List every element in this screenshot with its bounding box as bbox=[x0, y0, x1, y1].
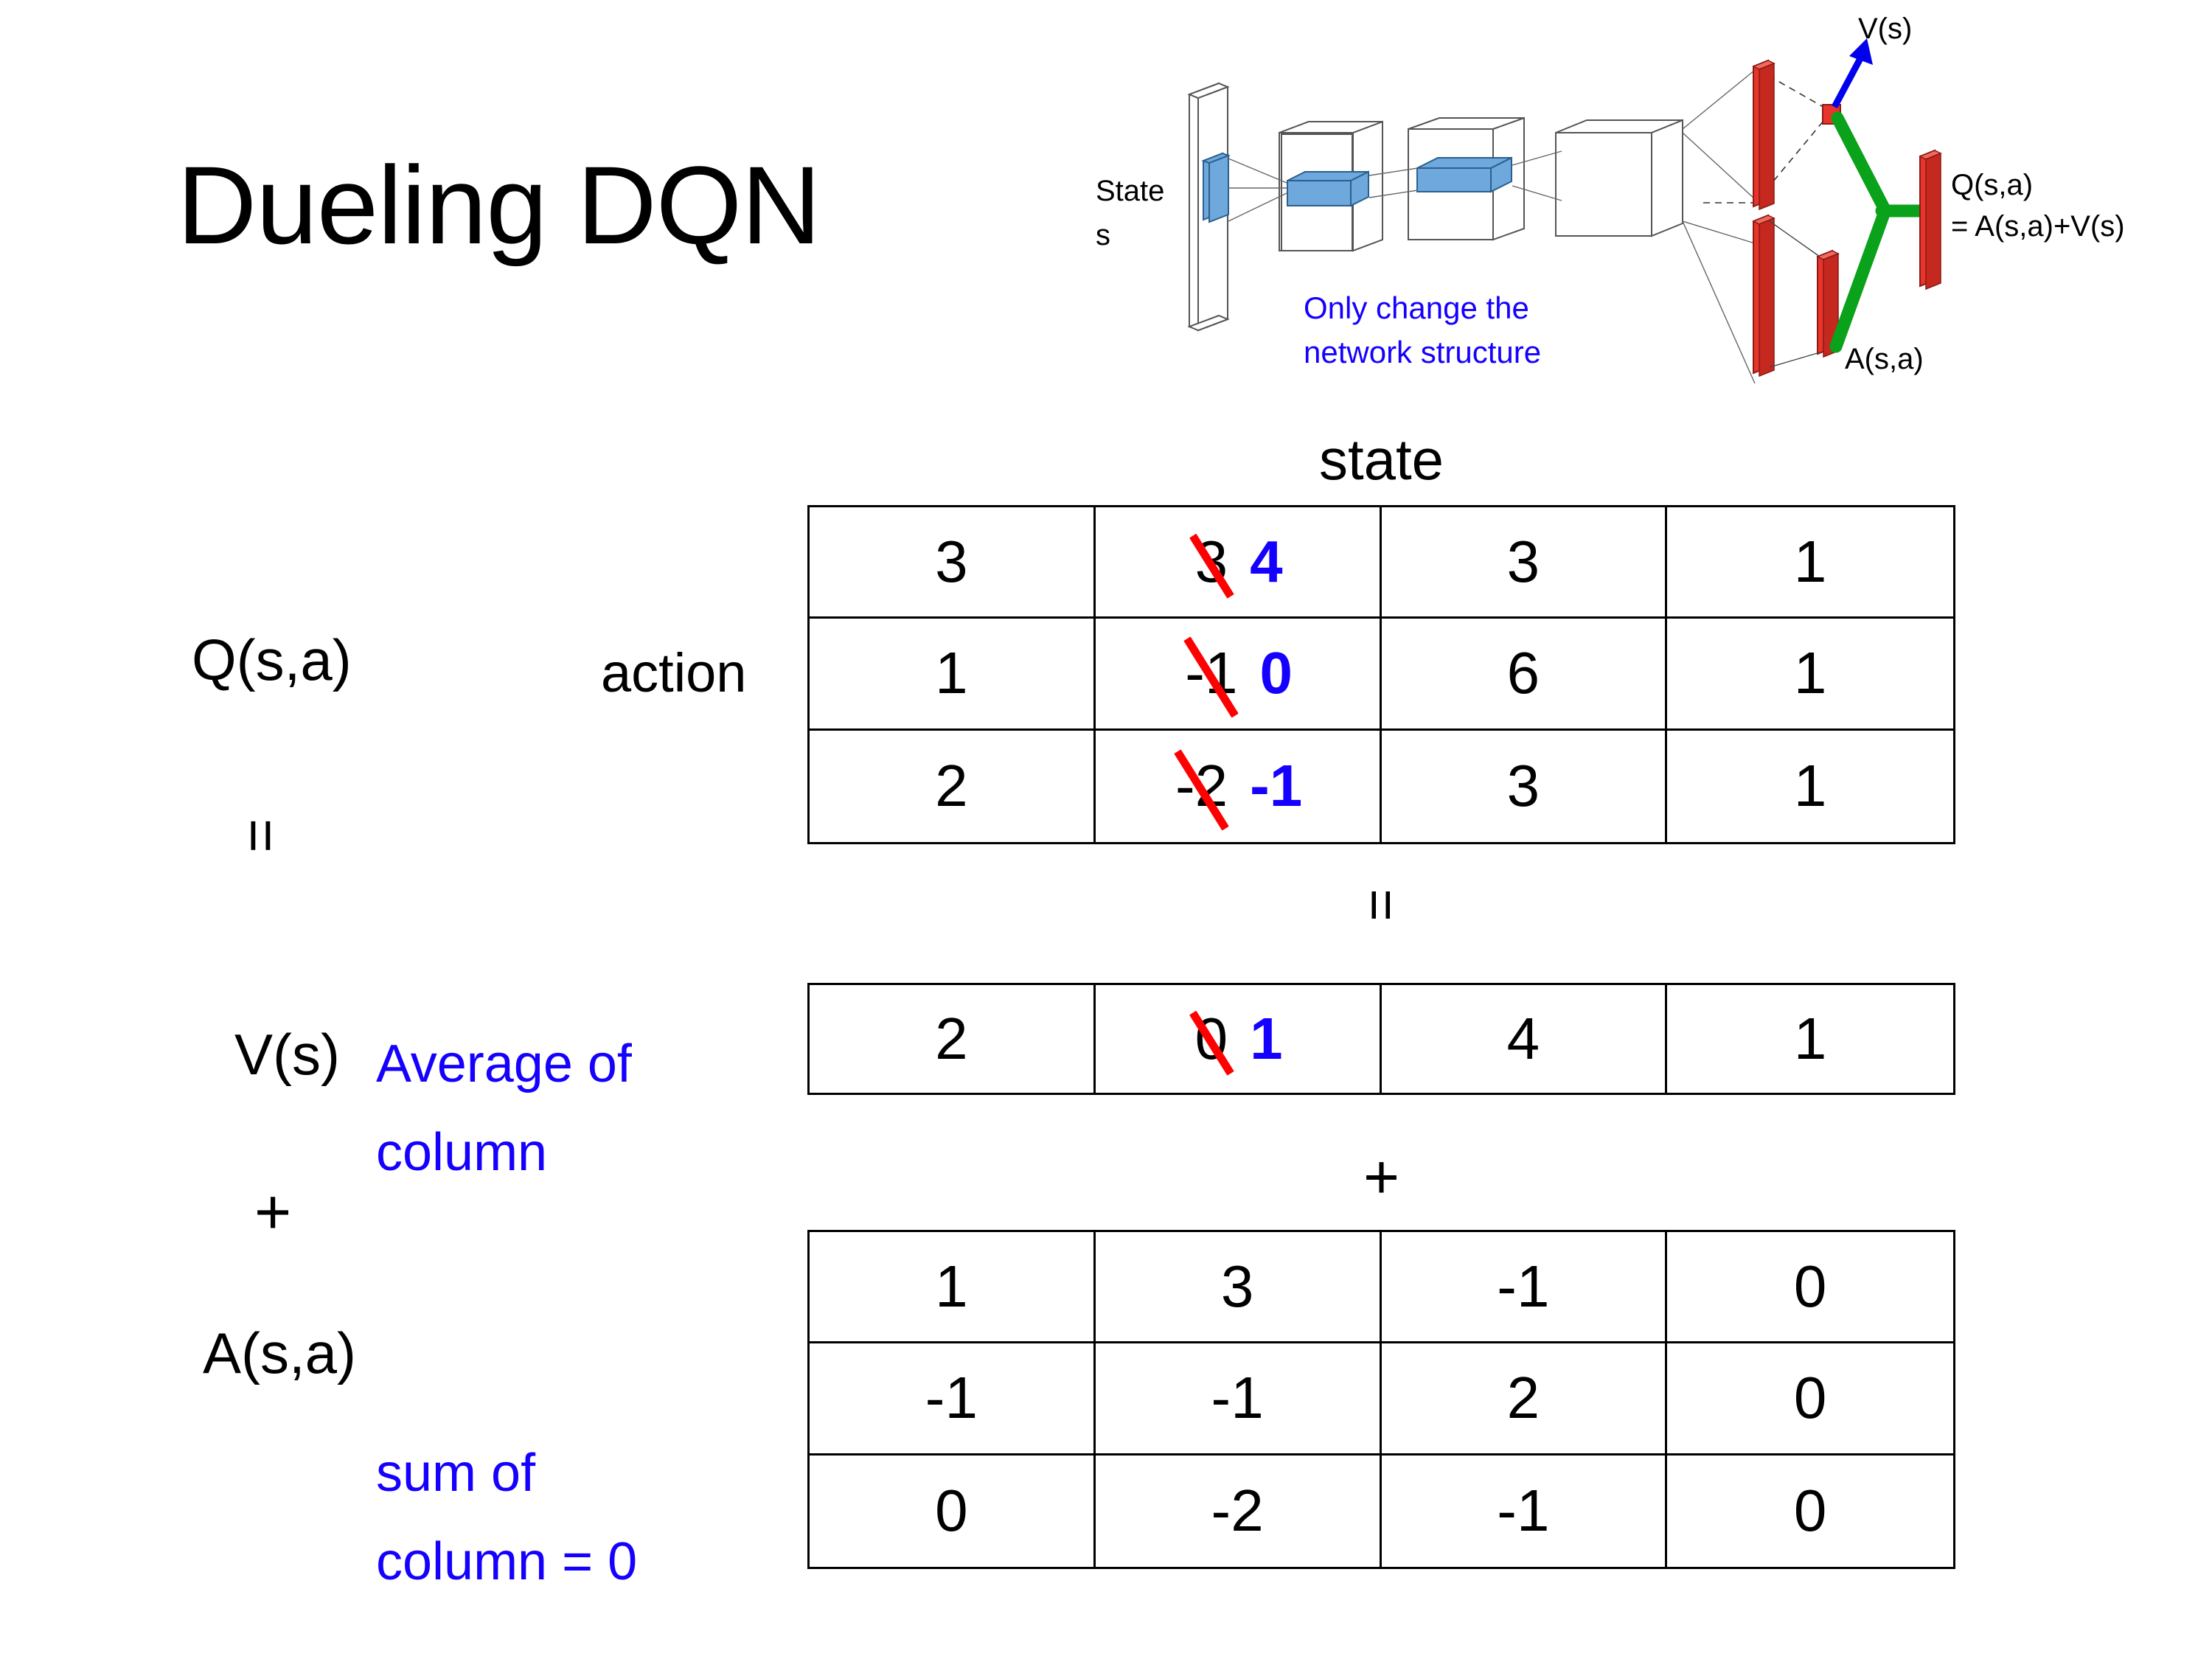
table-cell[interactable]: 3 bbox=[1382, 730, 1668, 842]
new-value: 4 bbox=[1250, 529, 1283, 595]
table-cell[interactable]: 1 bbox=[1667, 619, 1953, 731]
action-axis-header: action bbox=[601, 642, 747, 703]
plus-v-to-a-left: + bbox=[254, 1177, 292, 1248]
new-value: -1 bbox=[1250, 753, 1303, 819]
diagram-note-line1: Only change the bbox=[1304, 291, 1529, 325]
table-cell[interactable]: -1 bbox=[1095, 1343, 1382, 1455]
table-cell[interactable]: 3 bbox=[810, 507, 1096, 619]
q-value-table: 3 3 4 3 1 1 -1 0 6 1 2 -2 -1 3 1 bbox=[807, 505, 1955, 844]
advantage-value-table: 1 3 -1 0 -1 -1 2 0 0 -2 -1 0 bbox=[807, 1230, 1955, 1569]
table-cell[interactable]: 1 bbox=[1793, 753, 1827, 819]
v-note-line1: Average of bbox=[376, 1034, 632, 1093]
connection-lines-icon bbox=[1228, 69, 1756, 384]
value-stream-bar-icon bbox=[1752, 59, 1775, 211]
table-cell[interactable]: -1 bbox=[1382, 1455, 1668, 1567]
new-value: 1 bbox=[1250, 1006, 1283, 1071]
aggregation-connector-icon bbox=[1829, 111, 1930, 353]
old-value: 3 bbox=[1192, 528, 1231, 596]
advantage-head-label: A(s,a) bbox=[1845, 343, 1924, 375]
a-note-line2: column = 0 bbox=[376, 1532, 638, 1591]
v-function-label: V(s) bbox=[234, 1022, 340, 1087]
state-input-sublabel: s bbox=[1096, 219, 1110, 251]
q-output-bar-icon bbox=[1919, 149, 1942, 291]
table-cell[interactable]: 0 bbox=[1667, 1343, 1953, 1455]
table-cell[interactable]: 2 bbox=[810, 730, 1096, 842]
table-cell[interactable]: 1 bbox=[810, 619, 1096, 731]
feature-bar-2-icon bbox=[1416, 156, 1512, 193]
table-cell[interactable]: 6 bbox=[1381, 619, 1668, 731]
value-output-arrow-icon bbox=[1832, 38, 1873, 109]
q-function-label: Q(s,a) bbox=[192, 627, 352, 692]
advantage-stream-bar-icon bbox=[1752, 214, 1775, 378]
table-cell[interactable]: -1 bbox=[1381, 1232, 1668, 1344]
a-function-label: A(s,a) bbox=[203, 1321, 357, 1385]
old-value: -2 bbox=[1172, 752, 1231, 820]
table-cell[interactable]: 2 bbox=[810, 985, 1096, 1093]
v-value-table: 2 0 1 4 1 bbox=[807, 983, 1955, 1095]
table-cell[interactable]: 0 bbox=[1793, 1478, 1827, 1544]
table-cell[interactable]: 1 bbox=[1667, 507, 1953, 619]
state-axis-header: state bbox=[1318, 427, 1444, 492]
state-input-label: State bbox=[1096, 175, 1164, 207]
equals-operator-mid: = bbox=[1349, 888, 1413, 919]
table-cell-edited[interactable]: -1 0 bbox=[1095, 619, 1382, 731]
plus-operator-mid: + bbox=[1363, 1142, 1400, 1211]
table-cell-edited[interactable]: -2 -1 bbox=[1096, 730, 1382, 842]
old-value: -1 bbox=[1182, 639, 1240, 707]
old-value: 0 bbox=[1192, 1005, 1231, 1073]
table-cell[interactable]: 3 bbox=[1095, 1232, 1382, 1344]
page-title: Dueling DQN bbox=[177, 143, 821, 267]
table-cell[interactable]: 1 bbox=[1793, 1006, 1827, 1071]
value-head-label: V(s) bbox=[1858, 13, 1912, 45]
table-cell[interactable]: -2 bbox=[1096, 1455, 1382, 1567]
a-note-line1: sum of bbox=[376, 1444, 536, 1503]
new-value: 0 bbox=[1259, 640, 1293, 706]
table-cell[interactable]: 3 bbox=[1381, 507, 1668, 619]
q-output-label-line2: = A(s,a)+V(s) bbox=[1951, 210, 2125, 243]
dueling-network-diagram: State s Only change the network structur… bbox=[1091, 0, 2212, 413]
table-cell[interactable]: -1 bbox=[810, 1343, 1096, 1455]
fc-block-3-icon bbox=[1555, 119, 1683, 237]
diagram-note-line2: network structure bbox=[1304, 335, 1541, 369]
table-cell-edited[interactable]: 0 1 bbox=[1096, 985, 1382, 1093]
table-cell[interactable]: 2 bbox=[1381, 1343, 1668, 1455]
table-cell[interactable]: 4 bbox=[1382, 985, 1668, 1093]
receptive-field-patch-icon bbox=[1201, 152, 1231, 223]
feature-bar-1-icon bbox=[1287, 170, 1369, 207]
table-cell[interactable]: 0 bbox=[1667, 1232, 1953, 1344]
table-cell[interactable]: 1 bbox=[810, 1232, 1096, 1344]
equals-q-to-v-left: = bbox=[229, 818, 294, 850]
v-note-line2: column bbox=[376, 1123, 548, 1182]
table-cell[interactable]: 0 bbox=[810, 1455, 1096, 1567]
q-output-label-line1: Q(s,a) bbox=[1951, 169, 2033, 201]
table-cell-edited[interactable]: 3 4 bbox=[1095, 507, 1382, 619]
